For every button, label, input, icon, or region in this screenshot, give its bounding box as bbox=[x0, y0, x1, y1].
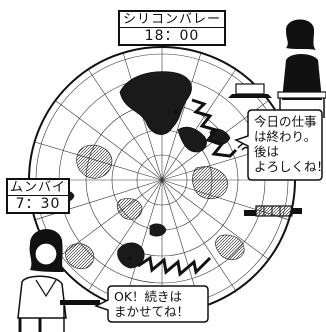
laptop-icon bbox=[228, 83, 272, 98]
local-time: 18：00 bbox=[120, 27, 224, 44]
city-name: シリコンバレー bbox=[122, 12, 221, 27]
signal-zigzag-icon bbox=[137, 98, 238, 277]
local-time: 7：30 bbox=[8, 195, 68, 212]
mumbai-label: ムンバイ 7：30 bbox=[6, 178, 70, 214]
globe-icon bbox=[28, 46, 296, 314]
person-icon bbox=[17, 229, 100, 332]
speech-text-right: 今日の仕事 は終わり。 後は よろしくね！ bbox=[254, 114, 326, 174]
speech-bubble-right bbox=[234, 109, 323, 181]
city-name: ムンバイ bbox=[9, 180, 66, 195]
speech-bubble-left bbox=[94, 285, 209, 323]
speech-text-left: OK！続きは まかせてね！ bbox=[114, 289, 190, 319]
satellite-icon bbox=[244, 205, 302, 217]
person-icon bbox=[277, 19, 326, 118]
silicon-valley-label: シリコンバレー 18：00 bbox=[118, 10, 226, 46]
